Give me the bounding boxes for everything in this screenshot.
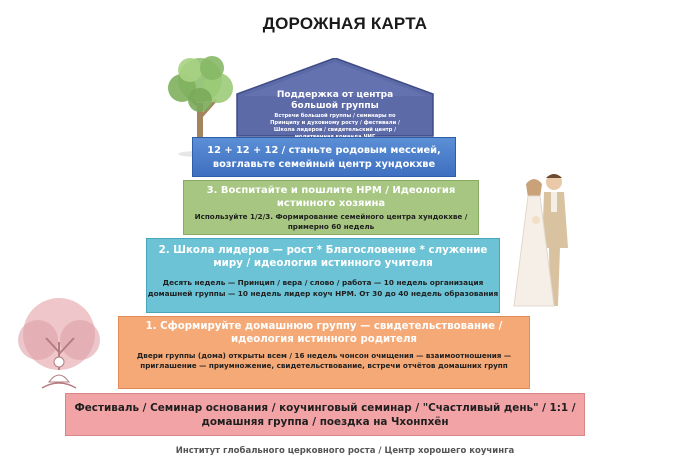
pyramid-tier-2: 1. Сформируйте домашнюю группу — свидете… (118, 316, 530, 389)
roof-shape (236, 58, 434, 137)
tier-4-title: 3. Воспитайте и пошлите HPM / Идеология … (206, 185, 456, 209)
tier-5-title: 12 + 12 + 12 / станьте родовым мессией, … (207, 145, 441, 170)
tier-2-title: 1. Сформируйте домашнюю группу — свидете… (145, 321, 503, 345)
pyramid-tier-4: 3. Воспитайте и пошлите HPM / Идеология … (183, 180, 479, 235)
pyramid-tier-1: Фестиваль / Семинар основания / коучинго… (65, 393, 585, 436)
tier-3-description: Десять недель — Принцип / вера / слово /… (147, 278, 499, 298)
tier-3-title: 2. Школа лидеров — рост * Благословение … (158, 244, 488, 269)
footer-credit: Институт глобального церковного роста / … (175, 446, 515, 456)
tier-1-title: Фестиваль / Семинар основания / коучинго… (74, 402, 576, 428)
couple-illustration (513, 174, 568, 307)
roof-label: Поддержка от центра большой группы Встре… (262, 90, 408, 141)
pyramid-tier-3: 2. Школа лидеров — рост * Благословение … (146, 238, 500, 313)
tier-2-description: Двери группы (дома) открыты всем / 16 не… (136, 351, 512, 370)
pyramid-tier-5: 12 + 12 + 12 / станьте родовым мессией, … (192, 137, 456, 177)
meditation-tree-illustration (18, 298, 100, 389)
roof-title: Поддержка от центра большой группы (276, 90, 394, 111)
tier-4-description: Используйте 1/2/3. Формирование семейног… (194, 212, 468, 231)
page-title: ДОРОЖНАЯ КАРТА (262, 14, 428, 33)
